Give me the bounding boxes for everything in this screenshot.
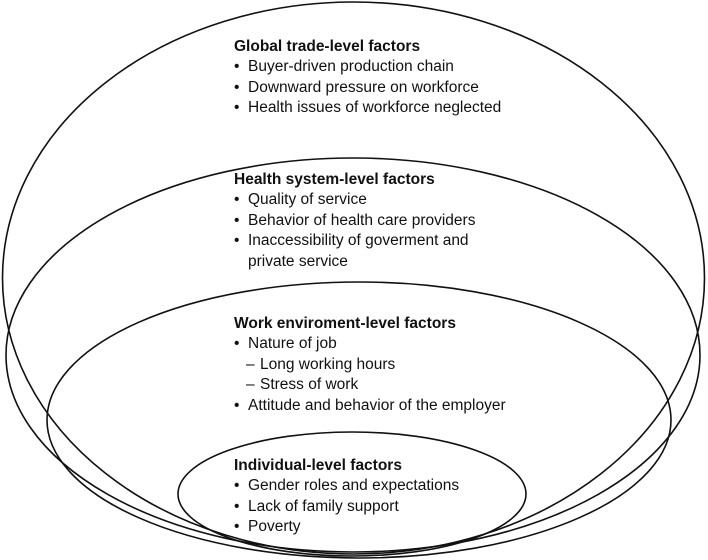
list-item: • Poverty — [234, 517, 459, 538]
work-environment-level-title: Work enviroment-level factors — [234, 315, 456, 332]
list-item-label: Health issues of workforce neglected — [248, 99, 502, 116]
individual-level-ellipse — [177, 431, 527, 557]
work-environment-level-block: Work enviroment-level factors • Nature of… — [234, 314, 506, 416]
list-item-label: Poverty — [248, 518, 301, 535]
bullet-icon: • — [234, 99, 240, 116]
list-item: • Downward pressure on workforce — [234, 78, 501, 99]
list-item-label: Behavior of health care providers — [248, 211, 476, 229]
list-item-label: Quality of service — [248, 191, 367, 208]
global-trade-level-title: Global trade-level factors — [234, 38, 421, 55]
work-environment-level-ellipse — [46, 281, 672, 559]
bullet-icon: • — [234, 477, 240, 494]
bullet-icon: • — [234, 78, 240, 96]
dash-icon: – — [246, 355, 255, 373]
health-system-level-ellipse — [5, 157, 701, 553]
bullet-icon: • — [234, 497, 240, 515]
sub-list-item: –Stress of work — [234, 375, 506, 396]
health-system-level-block: Health system-level factors • Quality of … — [234, 170, 475, 272]
sub-list-item-label: Stress of work — [260, 376, 359, 393]
list-item: • Attitude and behavior of the employer — [234, 396, 506, 417]
list-item: • Nature of job — [234, 334, 506, 355]
list-item: • Inaccessibility of goverment and — [234, 231, 475, 252]
individual-level-block: Individual-level factors • Gender roles a… — [234, 456, 459, 538]
list-item-label: Nature of job — [248, 335, 337, 352]
list-item: • Lack of family support — [234, 497, 459, 518]
bullet-icon: • — [234, 191, 240, 208]
bullet-icon: • — [234, 211, 240, 229]
sub-list-item-label: Long working hours — [260, 355, 396, 373]
list-item-label: Buyer-driven production chain — [248, 58, 454, 75]
bullet-icon: • — [234, 518, 240, 535]
bullet-icon: • — [234, 396, 240, 414]
list-item: • Quality of service — [234, 190, 475, 211]
list-item: • Behavior of health care providers — [234, 211, 475, 232]
individual-level-title: Individual-level factors — [234, 457, 402, 474]
dash-icon: – — [246, 376, 255, 393]
sub-list-item: –Long working hours — [234, 355, 506, 376]
list-item: • Gender roles and expectations — [234, 476, 459, 497]
list-item-label: Lack of family support — [248, 497, 399, 515]
bullet-icon: • — [234, 58, 240, 75]
health-system-level-title: Health system-level factors — [234, 171, 435, 188]
list-item-label: Attitude and behavior of the employer — [248, 396, 506, 414]
bullet-icon: • — [234, 232, 240, 249]
global-trade-level-block: Global trade-level factors • Buyer-driven… — [234, 37, 501, 119]
bullet-icon: • — [234, 335, 240, 352]
list-item-continuation: private service — [248, 252, 348, 270]
list-item: • Health issues of workforce neglected — [234, 98, 501, 119]
list-item-label: Downward pressure on workforce — [248, 78, 479, 96]
list-item-label: Gender roles and expectations — [248, 477, 460, 494]
list-item-label: Inaccessibility of goverment and — [248, 232, 469, 249]
list-item: • Buyer-driven production chain — [234, 57, 501, 78]
